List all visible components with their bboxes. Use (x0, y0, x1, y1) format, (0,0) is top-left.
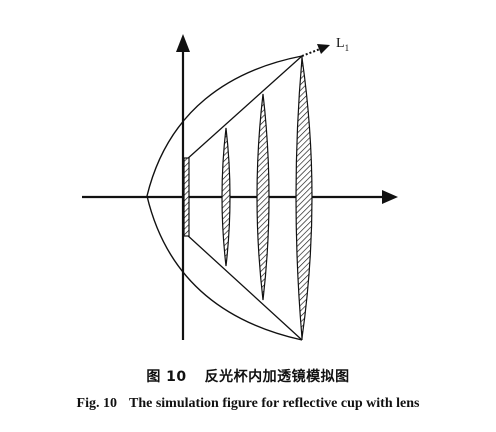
caption-english-number: Fig. 10 (76, 396, 117, 411)
reflective-cup-lens-diagram: L1 (82, 34, 398, 341)
vertical-axis-arrow (176, 34, 190, 52)
upper-ray-line (185, 55, 303, 161)
lens-3 (295, 57, 313, 339)
light-source (183, 157, 190, 237)
horizontal-axis-arrow (382, 190, 398, 204)
caption-chinese: 图 10 反光杯内加透镜模拟图 (0, 366, 496, 386)
ray-l1-dotted (301, 48, 321, 57)
lower-ray-line (185, 233, 303, 341)
ray-l1-arrow (317, 44, 330, 54)
lens-1 (221, 127, 231, 267)
caption-english-text: The simulation figure for reflective cup… (128, 396, 420, 411)
caption-english: Fig. 10 The simulation figure for reflect… (0, 396, 496, 412)
caption-chinese-number: 图 10 (146, 369, 187, 385)
caption-chinese-text: 反光杯内加透镜模拟图 (204, 369, 350, 385)
reflector-cup-outline (146, 55, 303, 341)
lens-2 (256, 93, 270, 301)
ray-label-l1: L1 (336, 36, 349, 53)
